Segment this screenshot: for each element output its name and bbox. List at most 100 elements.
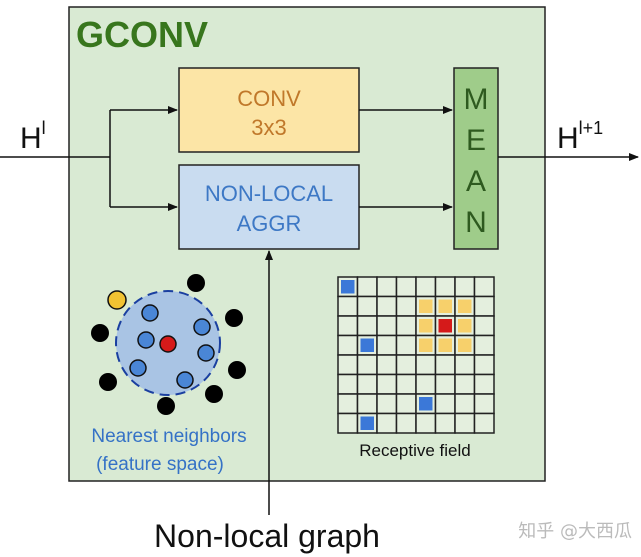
neighbor-node [176, 371, 194, 389]
grid-cell [356, 276, 378, 298]
neighbor-node [141, 304, 159, 322]
grid-cell [473, 393, 495, 415]
grid-cell [473, 334, 495, 356]
nonlocal-cell [419, 397, 433, 411]
grid-cell [356, 315, 378, 337]
receptive-cell [458, 338, 472, 352]
conv-kernel-label: 3x3 [251, 115, 286, 140]
mean-box [453, 67, 499, 250]
receptive-cell [419, 299, 433, 313]
grid-cell [337, 354, 359, 376]
nonlocal-box [178, 164, 360, 250]
grid-cell [376, 315, 398, 337]
grid-cell [395, 354, 417, 376]
mean-letter-a: A [466, 165, 486, 198]
grid-cell [395, 393, 417, 415]
nonlocal-cell [360, 416, 374, 430]
grid-cell [395, 276, 417, 298]
grid-cell [356, 393, 378, 415]
output-label: Hl+1 [557, 118, 603, 155]
query-node [159, 335, 177, 353]
grid-cell [434, 373, 456, 395]
receptive-field-caption: Receptive field [359, 441, 471, 460]
grid-cell [415, 276, 437, 298]
grid-cell [356, 354, 378, 376]
grid-cell [434, 412, 456, 434]
conv-box [178, 67, 360, 153]
gconv-title: GCONV [76, 14, 208, 55]
outer-node [187, 274, 205, 292]
outer-node [225, 309, 243, 327]
nonlocal-cell [360, 338, 374, 352]
mean-letter-e: E [466, 124, 486, 157]
grid-cell [395, 373, 417, 395]
grid-cell [415, 354, 437, 376]
grid-cell [337, 373, 359, 395]
aggr-label: AGGR [237, 211, 302, 236]
grid-cell [337, 412, 359, 434]
grid-cell [473, 315, 495, 337]
nonlocal-label: NON-LOCAL [205, 181, 333, 206]
grid-cell [395, 334, 417, 356]
grid-cell [356, 295, 378, 317]
grid-cell [434, 354, 456, 376]
nonlocal-graph-label: Non-local graph [154, 518, 380, 554]
outer-node [157, 397, 175, 415]
grid-cell [473, 354, 495, 376]
grid-cell [454, 373, 476, 395]
neighbor-node [193, 318, 211, 336]
mean-letter-n: N [465, 206, 487, 239]
outer-node [99, 373, 117, 391]
grid-cell [337, 393, 359, 415]
grid-cell [376, 276, 398, 298]
outer-node [91, 324, 109, 342]
grid-cell [376, 354, 398, 376]
grid-cell [337, 295, 359, 317]
highlight-node [107, 290, 127, 310]
grid-cell [415, 412, 437, 434]
receptive-cell [458, 319, 472, 333]
receptive-cell [419, 338, 433, 352]
outer-node [228, 361, 246, 379]
grid-cell [434, 276, 456, 298]
neighbor-node [197, 344, 215, 362]
neighbor-node [137, 331, 155, 349]
grid-cell [376, 393, 398, 415]
receptive-cell [438, 299, 452, 313]
grid-cell [395, 412, 417, 434]
grid-cell [454, 412, 476, 434]
nearest-neighbors-illustration [91, 274, 246, 415]
grid-cell [337, 334, 359, 356]
grid-cell [454, 393, 476, 415]
neighbors-caption-line2: (feature space) [96, 454, 224, 475]
grid-cell [376, 373, 398, 395]
grid-cell [473, 373, 495, 395]
grid-cell [376, 334, 398, 356]
grid-cell [473, 412, 495, 434]
grid-cell [356, 373, 378, 395]
center-cell [438, 319, 452, 333]
neighbors-caption-line1: Nearest neighbors [91, 426, 246, 447]
grid-cell [434, 393, 456, 415]
grid-cell [473, 295, 495, 317]
grid-cell [395, 295, 417, 317]
neighbor-node [129, 359, 147, 377]
grid-cell [376, 295, 398, 317]
receptive-cell [438, 338, 452, 352]
grid-cell [395, 315, 417, 337]
mean-letter-m: M [464, 83, 489, 116]
grid-cell [376, 412, 398, 434]
grid-cell [337, 315, 359, 337]
receptive-cell [419, 319, 433, 333]
outer-node [205, 385, 223, 403]
watermark: 知乎 @大西瓜 [518, 521, 632, 542]
grid-cell [415, 373, 437, 395]
nonlocal-cell [341, 280, 355, 294]
receptive-field-grid [337, 276, 495, 434]
input-label: Hl [20, 118, 46, 155]
grid-cell [454, 276, 476, 298]
grid-cell [454, 354, 476, 376]
conv-label: CONV [237, 86, 301, 111]
receptive-cell [458, 299, 472, 313]
